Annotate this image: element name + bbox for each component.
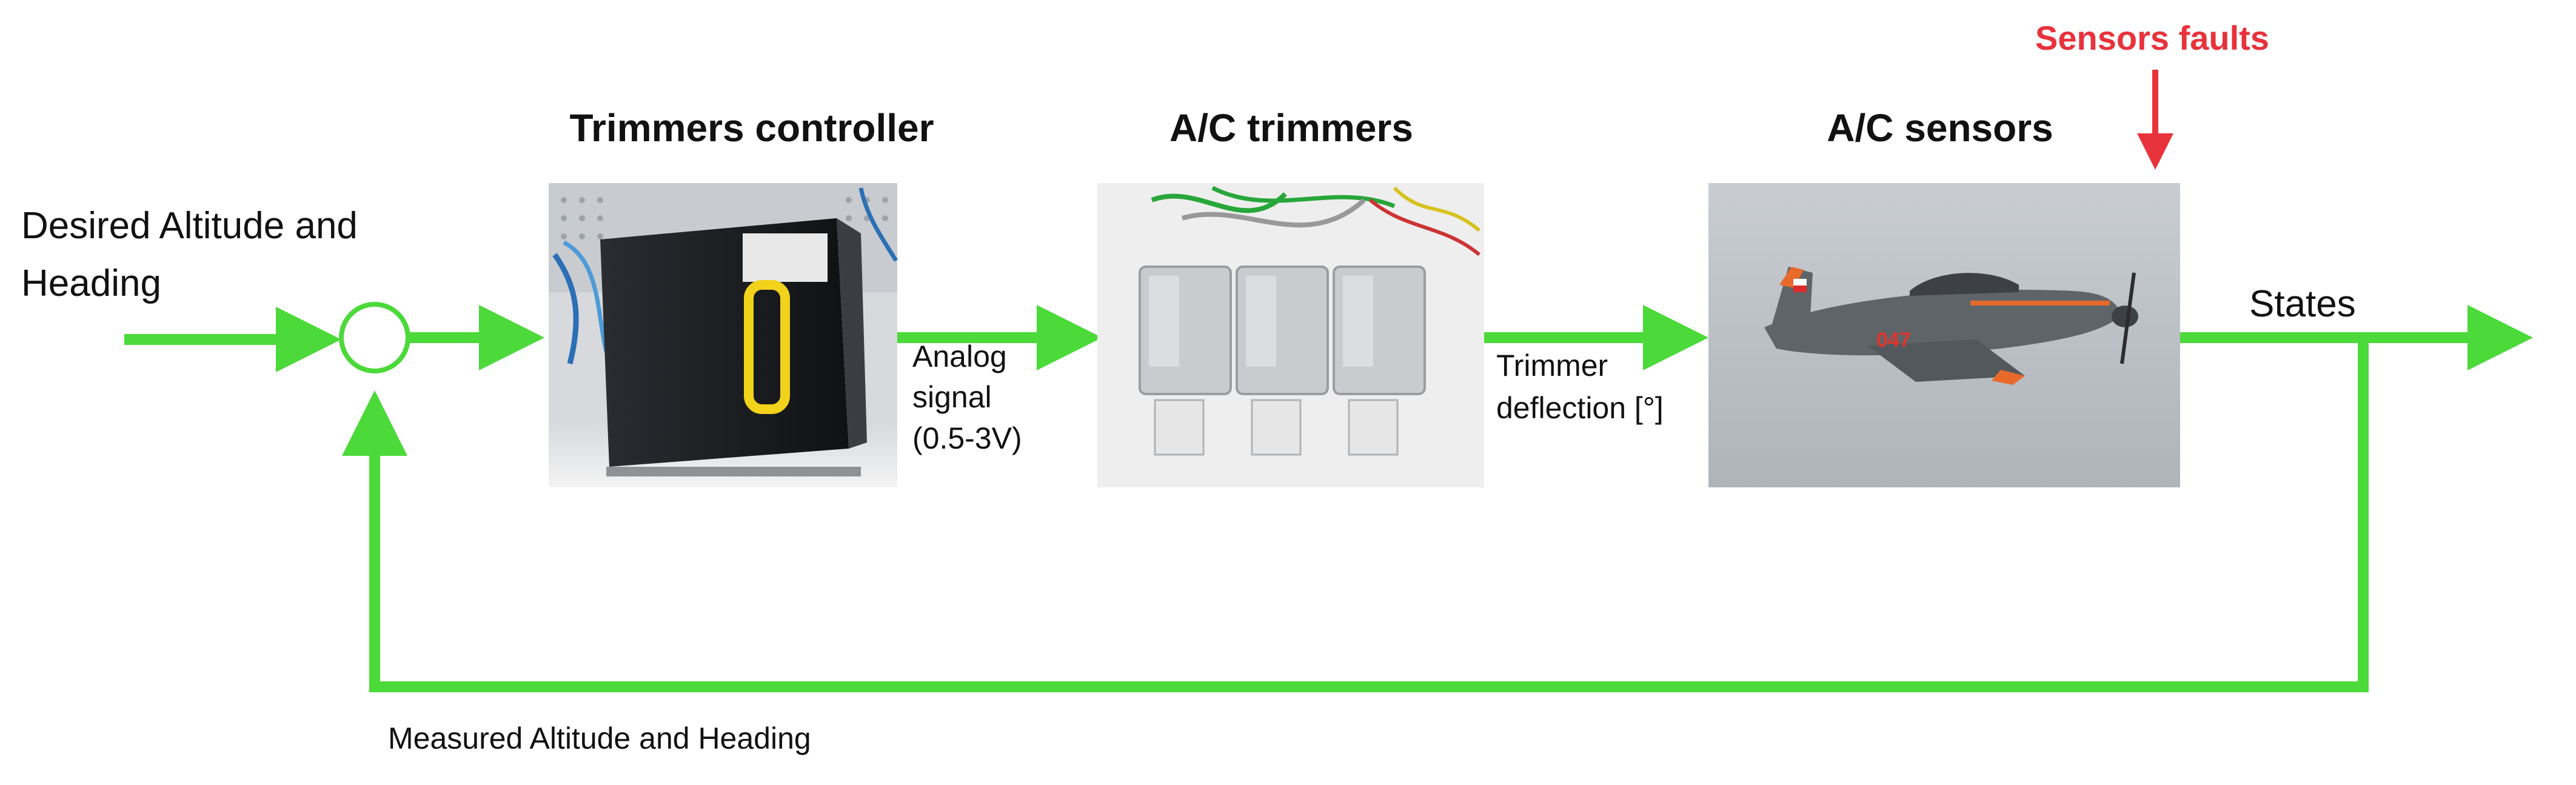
feedback-path — [342, 338, 2369, 692]
sensors-faults-label: Sensors faults — [2035, 19, 2269, 57]
deflection-label-line1: Trimmer — [1496, 349, 1608, 382]
trimmers-controller-photo — [549, 183, 898, 487]
analog-label-line2: signal — [912, 380, 992, 414]
trimmer-actuators-photo — [1097, 183, 1484, 487]
trimmers-title: A/C trimmers — [1169, 106, 1413, 150]
aircraft-photo: 047 — [1708, 183, 2180, 487]
feedback-label: Measured Altitude and Heading — [388, 721, 811, 755]
analog-label-line3: (0.5-3V) — [912, 421, 1022, 455]
input-label-line1: Desired Altitude and — [21, 205, 358, 247]
states-label: States — [2249, 283, 2356, 325]
deflection-label-line2: deflection [°] — [1496, 391, 1664, 425]
sensors-title: A/C sensors — [1827, 106, 2053, 150]
aircraft-marking: 047 — [1876, 329, 1911, 352]
controller-title: Trimmers controller — [569, 106, 934, 150]
analog-label-line1: Analog — [912, 339, 1007, 373]
input-label-line2: Heading — [21, 262, 161, 304]
summing-junction — [339, 302, 410, 373]
